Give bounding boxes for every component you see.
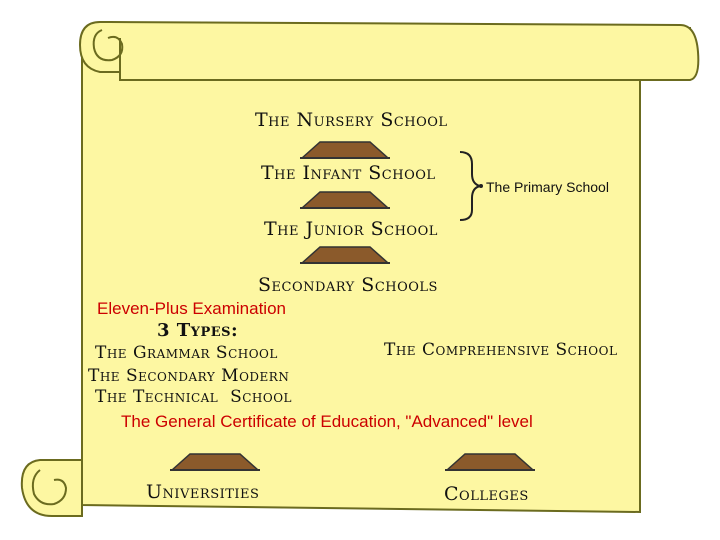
arrow-nursery-infant bbox=[300, 141, 390, 159]
label-junior-school: The Junior School bbox=[264, 218, 438, 240]
label-secondary-modern: The Secondary Modern bbox=[88, 366, 290, 386]
label-infant-school: The Infant School bbox=[261, 162, 436, 184]
scroll-bottom-roll bbox=[20, 459, 83, 517]
label-technical-school: The Technical School bbox=[95, 387, 293, 407]
label-three-types: 3 Types: bbox=[157, 320, 239, 341]
arrow-infant-junior bbox=[300, 191, 390, 209]
label-primary-school: The Primary School bbox=[486, 179, 609, 195]
label-grammar-school: The Grammar School bbox=[95, 343, 278, 363]
arrow-colleges bbox=[445, 453, 535, 471]
scroll-sheet bbox=[81, 26, 691, 514]
arrow-junior-secondary bbox=[300, 246, 390, 264]
label-secondary-schools: Secondary Schools bbox=[258, 274, 438, 296]
label-colleges: Colleges bbox=[444, 483, 529, 505]
label-certificate: The General Certificate of Education, "A… bbox=[121, 412, 533, 431]
label-eleven-plus: Eleven-Plus Examination bbox=[97, 299, 286, 318]
scroll-bottom-curl bbox=[31, 469, 68, 506]
label-comprehensive-school: The Comprehensive School bbox=[384, 340, 618, 360]
label-nursery-school: The Nursery School bbox=[255, 109, 448, 131]
label-universities: Universities bbox=[146, 481, 260, 503]
arrow-universities bbox=[170, 453, 260, 471]
scroll-top-roll bbox=[78, 21, 700, 81]
